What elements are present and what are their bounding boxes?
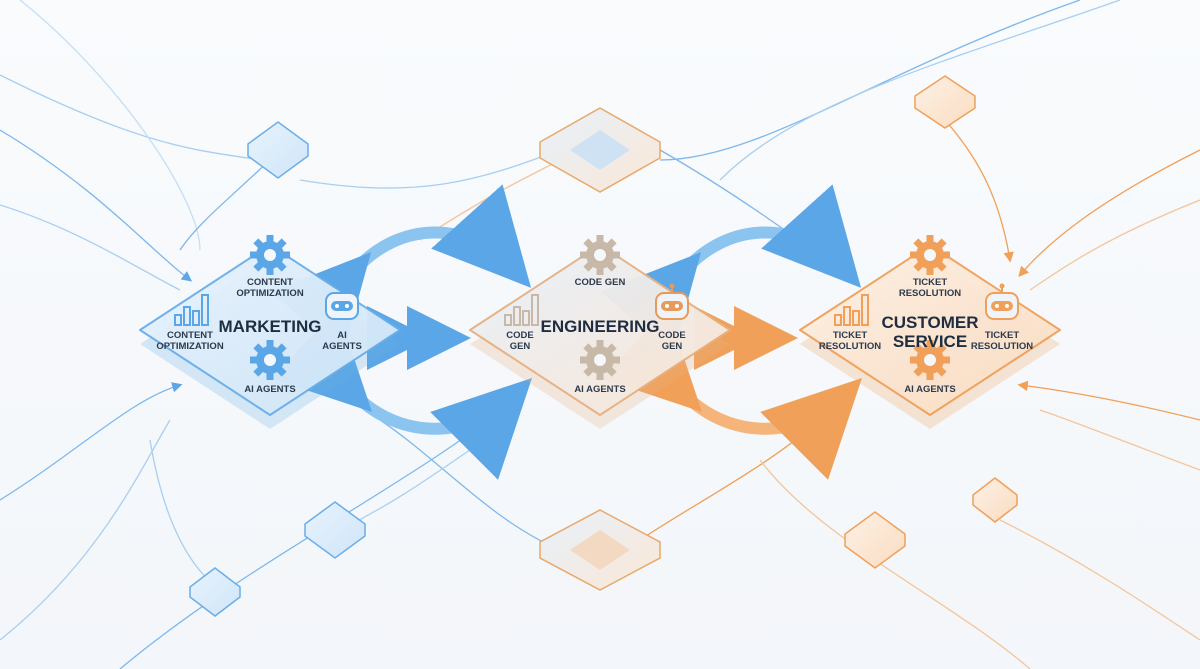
arrow-engineering-service-top: [601, 184, 862, 356]
cube-node: [844, 511, 906, 569]
gear-icon: [580, 340, 620, 380]
bottom-label: AI AGENTS: [574, 384, 625, 395]
top-label: RESOLUTION: [899, 288, 961, 299]
bar-chart-icon: [174, 294, 209, 326]
cube-node: [247, 121, 309, 179]
cube-node: [189, 567, 241, 617]
right-label: GEN: [662, 341, 683, 352]
cube-node: [539, 509, 661, 591]
left-label: CONTENT: [167, 330, 213, 341]
cube-nodes: [189, 75, 1018, 617]
gear-icon: [250, 340, 290, 380]
gear-icon: [580, 235, 620, 275]
hub-title: SERVICE: [893, 332, 967, 351]
cube-node: [972, 477, 1018, 523]
left-label: RESOLUTION: [819, 341, 881, 352]
gear-icon: [910, 340, 950, 380]
hub-customer-service: CUSTOMERSERVICETICKETRESOLUTIONTICKETRES…: [799, 235, 1061, 429]
bottom-label: AI AGENTS: [904, 384, 955, 395]
right-label: CODE: [658, 330, 685, 341]
cube-node: [304, 501, 366, 559]
right-label: AGENTS: [322, 341, 362, 352]
left-label: GEN: [510, 341, 531, 352]
arrow-marketing-engineering-bottom: [270, 310, 532, 480]
cube-node: [539, 107, 661, 193]
hub-marketing: MARKETINGCONTENTOPTIMIZATIONCONTENTOPTIM…: [139, 235, 401, 429]
top-label: CONTENT: [247, 277, 293, 288]
arrow-marketing-engineering-top: [271, 184, 532, 356]
hub-title: ENGINEERING: [540, 317, 659, 336]
left-label: TICKET: [833, 330, 868, 341]
exchange-arrows: [270, 184, 862, 480]
robot-icon: [325, 283, 359, 320]
bar-chart-icon: [834, 294, 869, 326]
right-label: RESOLUTION: [971, 341, 1033, 352]
top-label: CODE GEN: [575, 277, 626, 288]
bar-chart-icon: [504, 294, 539, 326]
top-label: OPTIMIZATION: [236, 288, 304, 299]
arrow-engineering-service-bottom: [600, 310, 862, 480]
gear-icon: [250, 235, 290, 275]
cube-node: [914, 75, 976, 129]
hub-title: CUSTOMER: [882, 313, 979, 332]
right-label: AI: [337, 330, 347, 341]
gear-icon: [910, 235, 950, 275]
left-label: OPTIMIZATION: [156, 341, 224, 352]
bottom-label: AI AGENTS: [244, 384, 295, 395]
hub-title: MARKETING: [219, 317, 322, 336]
top-label: TICKET: [913, 277, 948, 288]
left-label: CODE: [506, 330, 533, 341]
right-label: TICKET: [985, 330, 1020, 341]
robot-icon: [655, 283, 689, 320]
robot-icon: [985, 283, 1019, 320]
